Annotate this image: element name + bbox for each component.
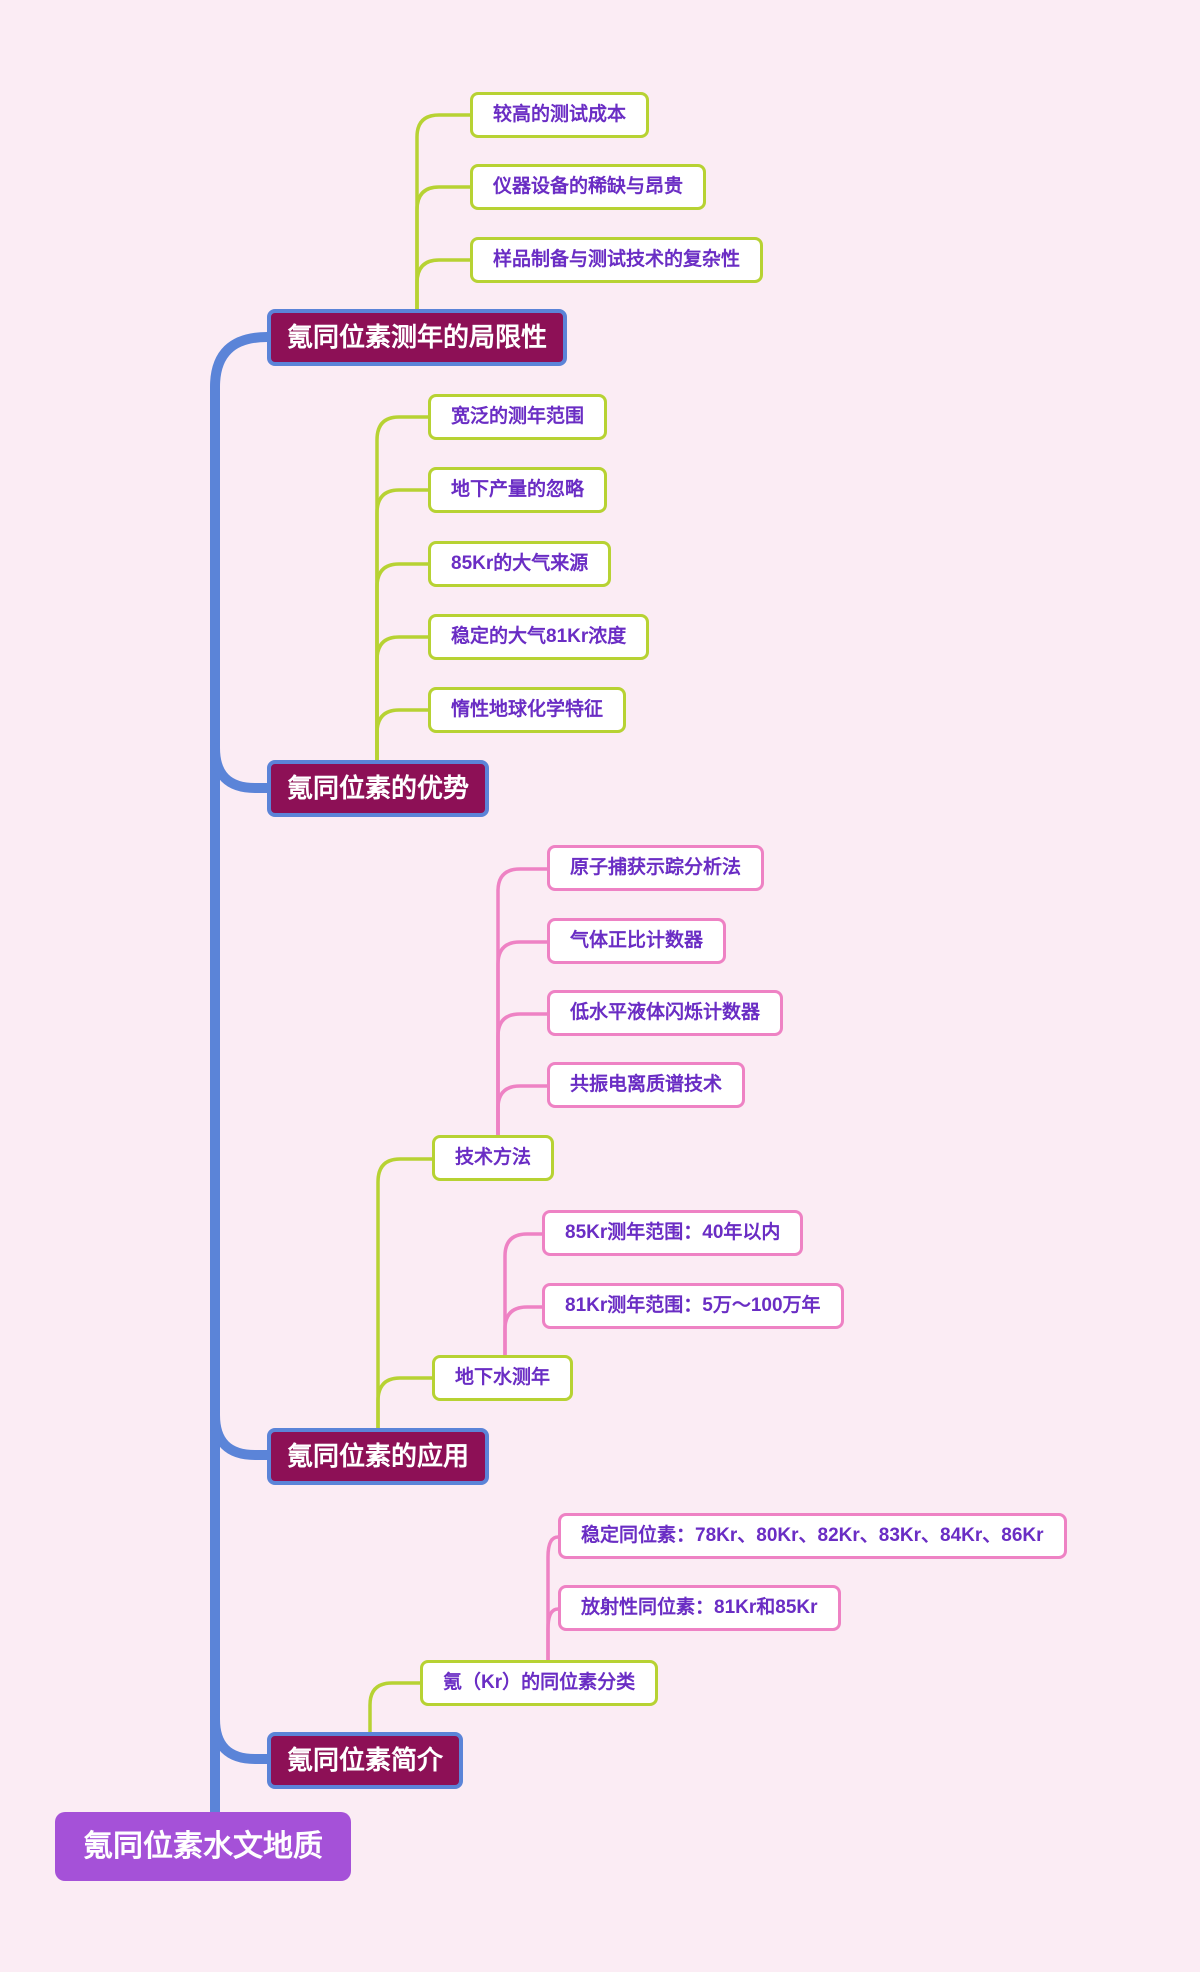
trunk-connector: [210, 332, 272, 1817]
leaf-gas-proportional-counter[interactable]: 气体正比计数器: [547, 918, 727, 964]
leaf-liquid-scintillation-counter[interactable]: 低水平液体闪烁计数器: [547, 990, 784, 1036]
level2-connectors-green: [368, 113, 472, 1735]
leaf-radioactive-isotopes[interactable]: 放射性同位素：81Kr和85Kr: [558, 1585, 841, 1631]
leaf-85kr-dating-range[interactable]: 85Kr测年范围：40年以内: [542, 1210, 804, 1256]
leaf-wide-dating-range[interactable]: 宽泛的测年范围: [428, 394, 608, 440]
root-node[interactable]: 氪同位素水文地质: [55, 1812, 351, 1881]
node-isotope-classification[interactable]: 氪（Kr）的同位素分类: [420, 1660, 659, 1706]
branch-node-applications[interactable]: 氪同位素的应用: [267, 1428, 490, 1485]
node-groundwater-dating[interactable]: 地下水测年: [432, 1355, 574, 1401]
leaf-subsurface-production-negligible[interactable]: 地下产量的忽略: [428, 467, 608, 513]
leaf-high-test-cost[interactable]: 较高的测试成本: [470, 92, 650, 138]
leaf-stable-81kr-concentration[interactable]: 稳定的大气81Kr浓度: [428, 614, 650, 660]
leaf-sample-prep-complexity[interactable]: 样品制备与测试技术的复杂性: [470, 237, 764, 283]
leaf-inert-geochemistry[interactable]: 惰性地球化学特征: [428, 687, 627, 733]
node-technical-methods[interactable]: 技术方法: [432, 1135, 555, 1181]
branch-node-advantages[interactable]: 氪同位素的优势: [267, 760, 490, 817]
branch-node-introduction[interactable]: 氪同位素简介: [267, 1732, 464, 1789]
leaf-resonance-ionization-ms[interactable]: 共振电离质谱技术: [547, 1062, 746, 1108]
leaf-85kr-atmospheric-source[interactable]: 85Kr的大气来源: [428, 541, 612, 587]
leaf-81kr-dating-range[interactable]: 81Kr测年范围：5万～100万年: [542, 1283, 844, 1329]
leaf-stable-isotopes[interactable]: 稳定同位素：78Kr、80Kr、82Kr、83Kr、84Kr、86Kr: [558, 1513, 1067, 1559]
branch-node-limitations[interactable]: 氪同位素测年的局限性: [267, 309, 568, 366]
leaf-instrument-scarcity[interactable]: 仪器设备的稀缺与昂贵: [470, 164, 707, 210]
leaf-atta[interactable]: 原子捕获示踪分析法: [547, 845, 765, 891]
level3-connectors-pink: [496, 867, 560, 1663]
